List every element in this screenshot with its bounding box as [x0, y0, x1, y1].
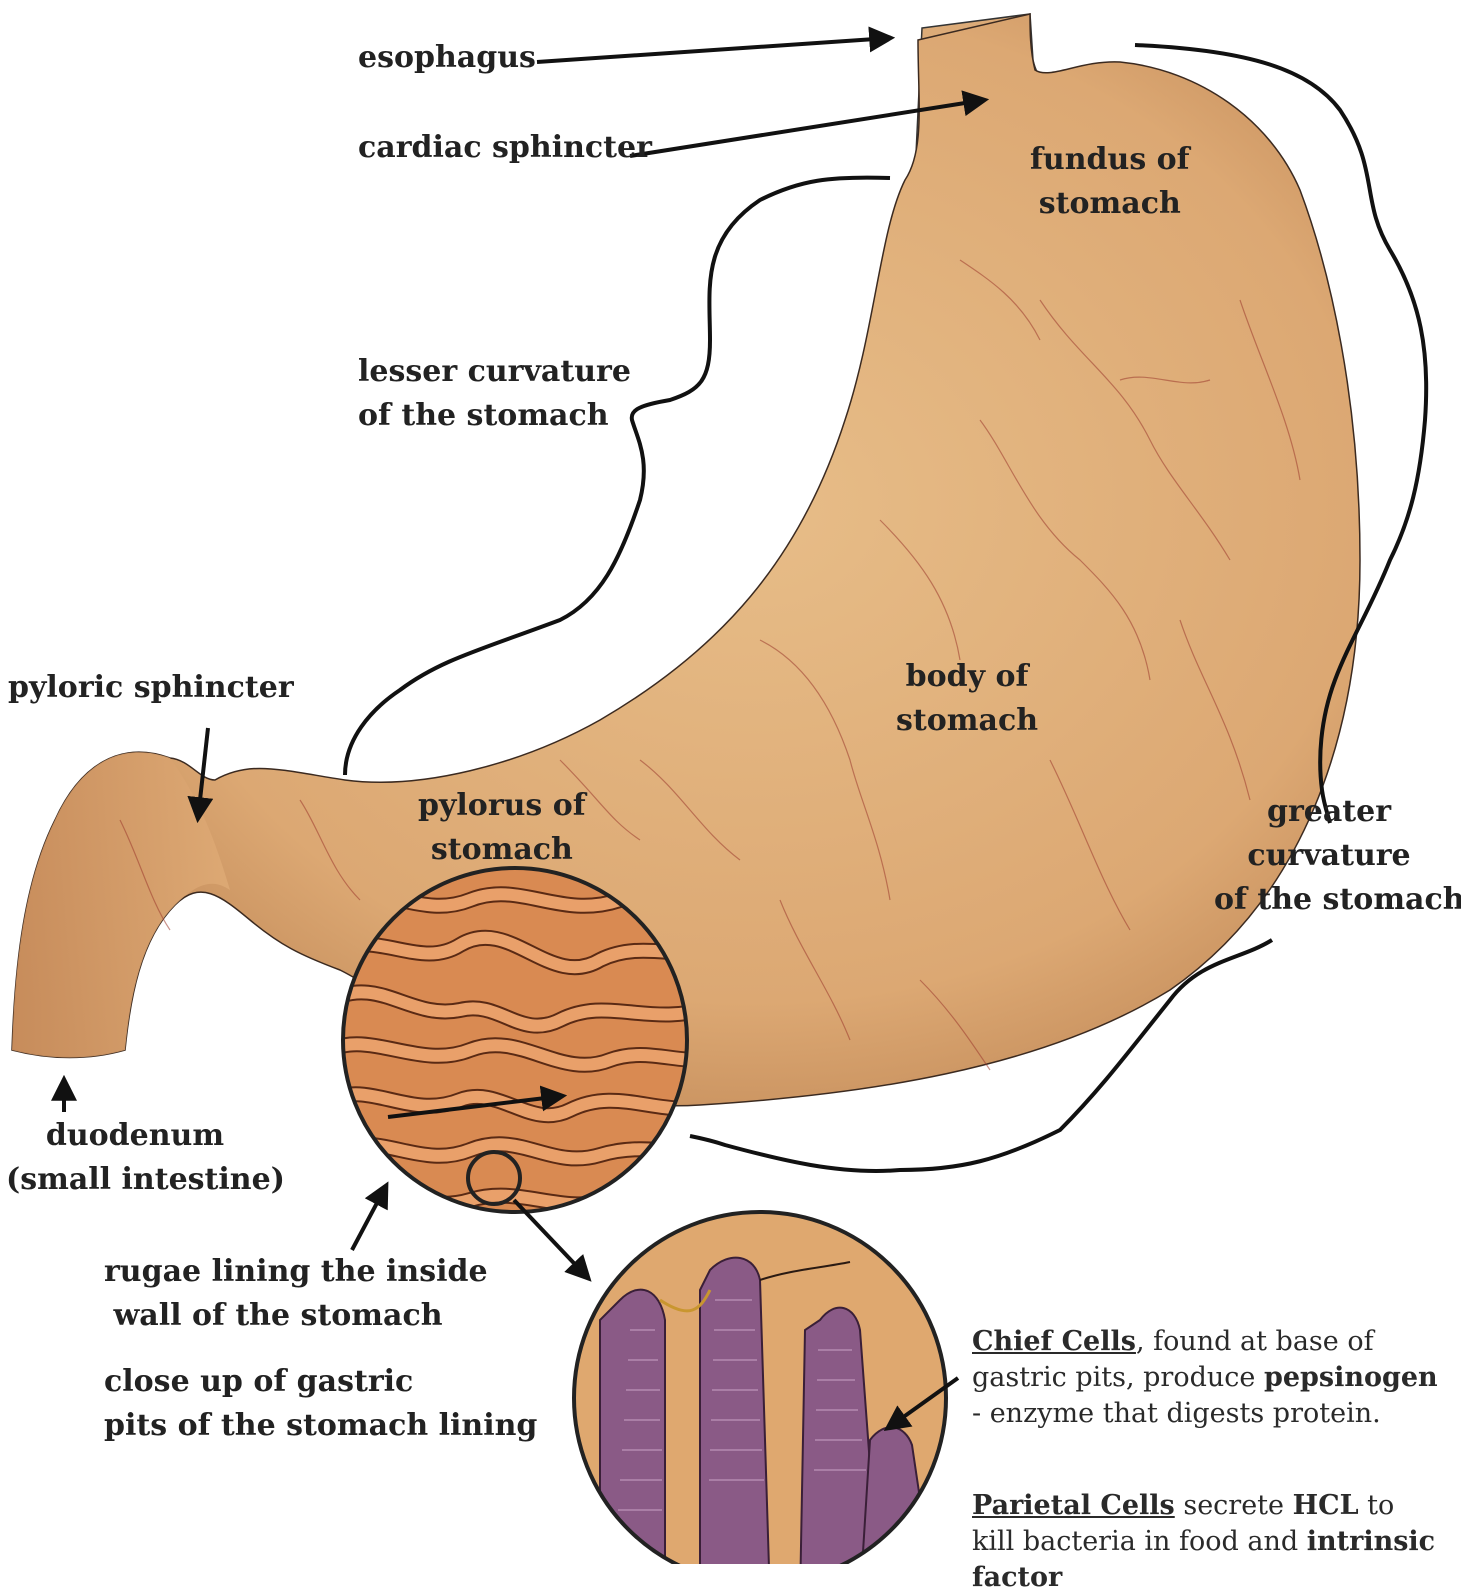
chief-cells-note: Chief Cells, found at base of gastric pi…	[972, 1324, 1442, 1432]
zoom-arrow	[514, 1200, 588, 1278]
label-gastric-pits-text: close up of gastric pits of the stomach …	[104, 1360, 537, 1448]
rugae-arrow	[352, 1186, 386, 1250]
parietal-cells-text1: secrete	[1175, 1490, 1293, 1521]
parietal-cells-title: Parietal Cells	[972, 1490, 1175, 1521]
label-cardiac-sphincter: cardiac sphincter	[358, 126, 652, 170]
label-rugae: rugae lining the inside wall of the stom…	[104, 1250, 452, 1338]
label-fundus: fundus of stomach	[1030, 138, 1190, 226]
label-body: body of stomach	[896, 655, 1038, 743]
stomach-anatomy-diagram: esophagus cardiac sphincter fundus of st…	[0, 0, 1461, 1564]
chief-cells-title: Chief Cells	[972, 1326, 1136, 1357]
label-lesser-curvature: lesser curvature of the stomach	[358, 350, 631, 438]
parietal-cells-note: Parietal Cells secrete HCL to kill bacte…	[972, 1488, 1442, 1596]
label-duodenum: duodenum (small intestine)	[6, 1114, 264, 1202]
label-pyloric-sphincter: pyloric sphincter	[8, 666, 294, 710]
label-pylorus: pylorus of stomach	[418, 784, 586, 872]
label-greater-curvature: greater curvature of the stomach	[1214, 790, 1444, 922]
chief-cells-pepsinogen: pepsinogen	[1264, 1362, 1438, 1393]
esophagus-arrow	[537, 38, 890, 62]
chief-cells-text2: - enzyme that digests protein.	[972, 1398, 1381, 1429]
label-esophagus: esophagus	[358, 36, 536, 80]
parietal-cells-hcl: HCL	[1293, 1490, 1359, 1521]
gastric-pits-magnifier	[574, 1212, 946, 1564]
